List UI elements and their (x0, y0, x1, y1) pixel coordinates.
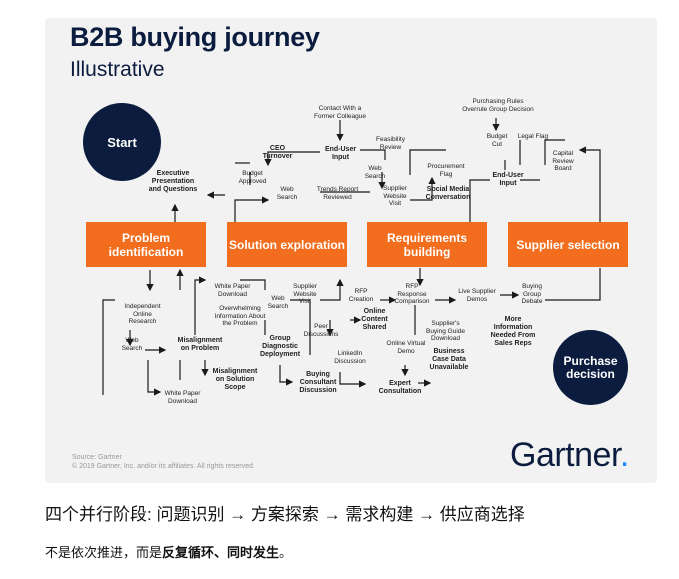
stage-requirements-building: Requirements building (367, 222, 487, 267)
start-label: Start (107, 134, 137, 150)
stage-label: Problem identification (108, 230, 184, 259)
node-supplier-site-top: Supplier Website Visit (383, 185, 407, 207)
node-web-search-mid: Web Search (364, 165, 386, 180)
node-rfp-response: RFP Response Comparison (394, 283, 430, 305)
node-buying-consultant: Buying Consultant Discussion (299, 371, 337, 394)
gartner-logo: Gartner. (510, 436, 629, 475)
node-overwhelming: Overwhelming Information About the Probl… (214, 305, 266, 327)
logo-text: Gartner (510, 436, 620, 474)
node-legal: Legal Flag (517, 133, 549, 140)
caption-line-1: 四个并行阶段: 问题识别 → 方案探索 → 需求构建 → 供应商选择 (45, 505, 525, 524)
node-end-user-input-2: End-User Input (492, 172, 524, 187)
node-independent: Independent Online Research (124, 303, 161, 325)
node-live-demos: Live Supplier Demos (458, 288, 496, 303)
purchase-decision-circle: Purchase decision (553, 330, 628, 405)
node-procurement: Procurement Flag (427, 163, 465, 178)
node-capital: Capital Review Board (552, 150, 574, 172)
stage-problem-identification: Problem identification (86, 222, 206, 267)
stage-solution-exploration: Solution exploration (227, 222, 347, 267)
caption-emphasis: 反复循环、同时发生 (162, 545, 280, 560)
node-social: Social Media Conversation (425, 186, 471, 201)
node-web-search-low: Web Search (267, 295, 289, 310)
stage-supplier-selection: Supplier selection (508, 222, 628, 267)
node-business-case: Business Case Data Unavailable (429, 348, 469, 371)
start-circle: Start (83, 103, 161, 181)
node-misalign-scope: Misalignment on Solution Scope (212, 368, 258, 391)
node-more-info: More Information Needed From Sales Reps (490, 316, 536, 347)
node-budget-cut: Budget Cut (486, 133, 508, 148)
node-web-search-top: Web Search (276, 186, 298, 201)
node-feasibility: Feasibility Review (376, 136, 405, 151)
node-online-content: Online Content Shared (361, 308, 388, 331)
diagram-title: B2B buying journey (70, 22, 320, 52)
node-supplier-site-low: Supplier Website Visit (293, 283, 317, 305)
logo-dot: . (619, 436, 629, 474)
node-end-user-input-1: End-User Input (324, 146, 357, 161)
purchase-decision-label: Purchase decision (563, 353, 618, 381)
node-web-search-left: Web Search (121, 337, 143, 352)
source-note: Source: Gartner © 2019 Gartner, Inc. and… (72, 454, 255, 470)
stage-label: Supplier selection (516, 237, 620, 252)
node-exec: Executive Presentation and Questions (148, 170, 198, 193)
node-budget-approved: Budget Approved (238, 170, 267, 185)
caption-plain: 不是依次推进，而是 (45, 545, 163, 560)
node-ceo: CEO Turnover (262, 145, 293, 160)
node-white-paper-mid: White Paper Download (214, 283, 251, 298)
node-supplier-guide: Supplier's Buying Guide Download (425, 320, 466, 342)
node-contact: Contact With a Former Colleague (313, 105, 367, 120)
node-linkedin: LinkedIn Discussion (334, 350, 366, 365)
node-online-demo: Online Virtual Demo (386, 340, 426, 355)
node-white-paper-left: White Paper Download (164, 390, 201, 405)
node-peer: Peer Discussions (303, 323, 339, 338)
node-misalign-problem: Misalignment on Problem (177, 337, 223, 352)
node-trends: Trends Report Reviewed (316, 186, 359, 201)
caption-line-2: 不是依次推进，而是反复循环、同时发生。 (45, 542, 292, 561)
stage-label: Requirements building (386, 230, 468, 259)
node-rfp-creation: RFP Creation (348, 288, 374, 303)
node-debate: Buying Group Debate (521, 283, 543, 305)
stage-label: Solution exploration (229, 237, 345, 252)
node-purchasing-rules: Purchasing Rules Overrule Group Decision (462, 98, 534, 113)
node-group-diag: Group Diagnostic Deployment (259, 335, 301, 358)
node-expert: Expert Consultation (378, 380, 422, 395)
diagram-subtitle: Illustrative (70, 58, 165, 81)
caption-end: 。 (279, 545, 293, 560)
